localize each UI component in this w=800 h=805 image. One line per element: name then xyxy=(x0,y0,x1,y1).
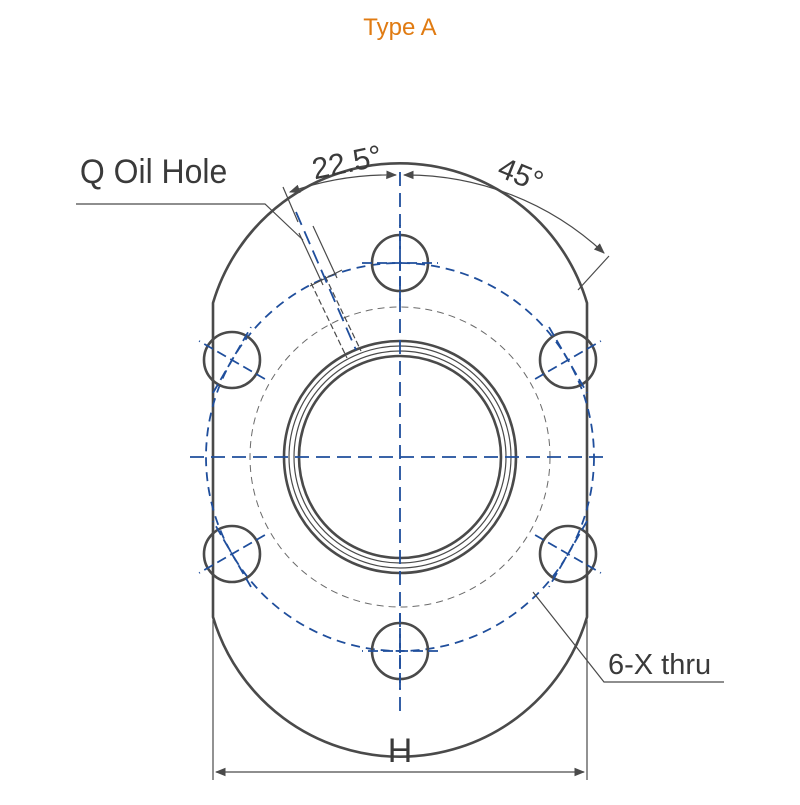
bolt-hole-crosshair xyxy=(548,520,588,588)
angle-small-arc xyxy=(288,170,398,193)
bolt-hole xyxy=(202,524,262,584)
bolt-hole-crosshair xyxy=(212,326,252,394)
thru-holes-label: 6-X thru xyxy=(608,649,711,681)
width-label: H xyxy=(388,732,413,770)
oil-hole-label: Q Oil Hole xyxy=(80,152,227,190)
bolt-hole-crosshair xyxy=(548,326,588,394)
bolt-holes xyxy=(198,225,602,689)
bolt-hole xyxy=(538,330,598,390)
angle-large-arc xyxy=(402,170,605,254)
bolt-hole xyxy=(538,524,598,584)
oil-hole-passage xyxy=(295,211,362,359)
bolt-hole-crosshair xyxy=(212,520,252,588)
angle-small-label: 22.5° xyxy=(309,139,385,186)
thru-holes-leader xyxy=(532,591,724,683)
angle-ext-line-oil xyxy=(282,186,299,223)
oil-hole-leader xyxy=(76,203,304,241)
drawing-title: Type A xyxy=(363,14,437,41)
angle-ext-line-bolt xyxy=(577,255,610,291)
bolt-hole xyxy=(202,330,262,390)
